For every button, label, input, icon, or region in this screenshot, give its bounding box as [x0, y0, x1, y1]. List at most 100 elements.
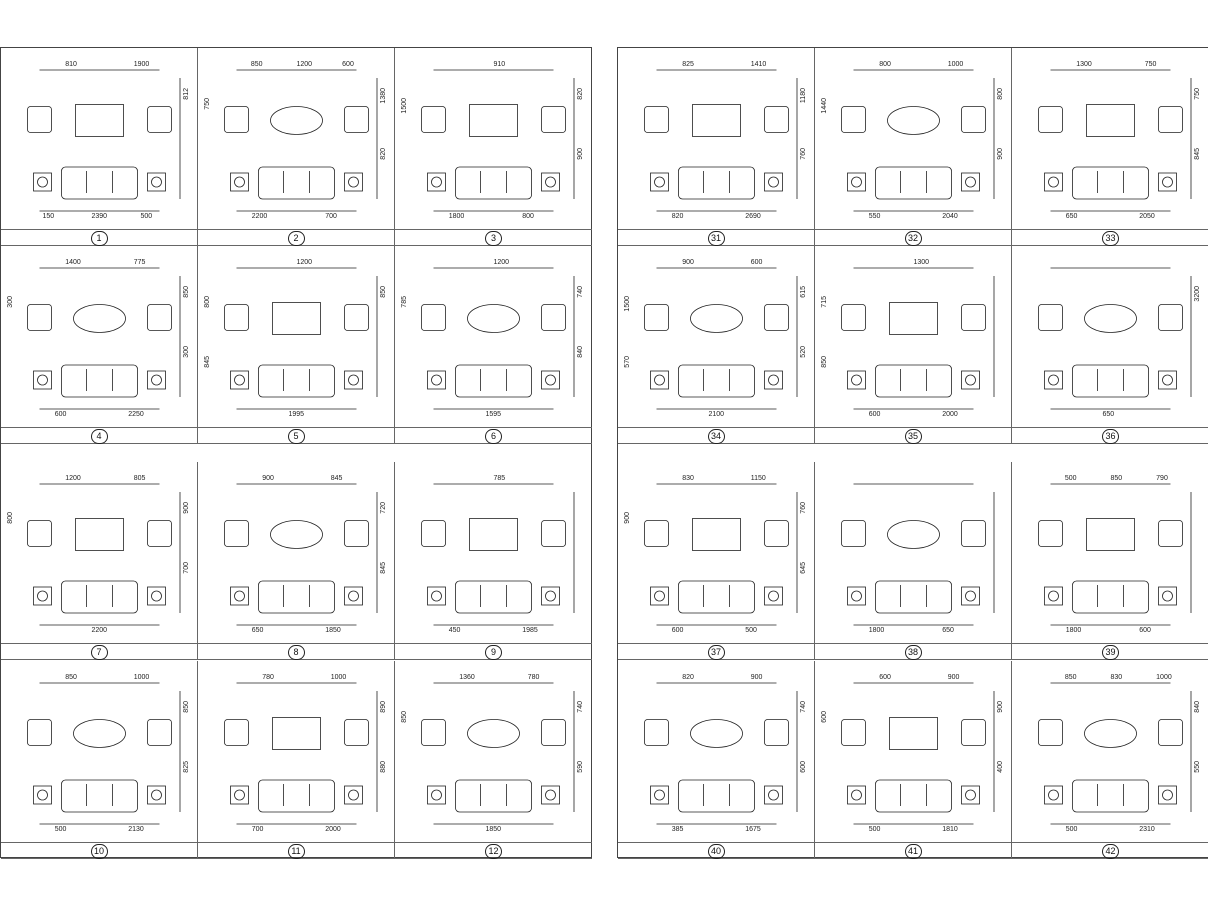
dimension-label: 812 [183, 88, 190, 100]
dimension-label: 900 [997, 701, 1004, 713]
dimension-label: 715 [821, 296, 828, 308]
dimension-label: 2000 [325, 826, 341, 833]
layout-number-row: 3 [395, 229, 592, 247]
dimension-label: 780 [527, 674, 540, 681]
dimension-label: 600 [1139, 627, 1151, 634]
side-table [541, 586, 560, 606]
sofa [258, 364, 335, 398]
dimension-label: 785 [493, 475, 506, 482]
armchair [224, 304, 249, 331]
dimension-label: 750 [204, 98, 211, 110]
furniture-plan [841, 682, 995, 825]
side-table [33, 785, 52, 805]
lamp-icon [37, 374, 48, 386]
furniture-drawing: 785 450 1985 [395, 462, 592, 643]
dimension-label: 900 [682, 259, 694, 266]
side-table [650, 586, 669, 606]
layout-number: 36 [1102, 429, 1119, 444]
dimension-label: 845 [204, 356, 211, 368]
dimension-label: 740 [577, 286, 584, 298]
armchair [224, 106, 249, 133]
dimension-label: 450 [448, 627, 461, 634]
lamp-icon [348, 176, 359, 188]
dimension-label: 900 [947, 674, 960, 681]
side-table [230, 785, 249, 805]
dimension-label: 520 [800, 346, 807, 358]
dimension-label: 600 [671, 627, 684, 634]
armchair [147, 520, 172, 547]
coffee-table [1084, 304, 1137, 333]
armchair [224, 520, 249, 547]
layout-number: 37 [707, 645, 725, 660]
side-table [230, 370, 249, 390]
coffee-table [692, 518, 741, 551]
layout-number: 32 [904, 231, 922, 246]
side-table [650, 785, 669, 805]
armchair [764, 106, 789, 133]
armchair [27, 520, 52, 547]
furniture-plan [841, 483, 995, 626]
sofa [678, 364, 755, 398]
armchair [1158, 106, 1183, 133]
dimension-label: 850 [1110, 475, 1123, 482]
side-table [1044, 586, 1063, 606]
dimension-label: 910 [493, 61, 506, 68]
dimension-label: 820 [577, 88, 584, 100]
dimension-label: 1985 [522, 627, 538, 634]
layout-number: 1 [90, 231, 108, 246]
coffee-table [1084, 719, 1137, 748]
dimension-label: 1850 [485, 826, 502, 833]
sofa [1072, 580, 1149, 614]
coffee-table [1086, 518, 1135, 551]
dimension-label: 600 [342, 61, 354, 68]
lamp-icon [965, 374, 976, 386]
dimension-label: 550 [1194, 761, 1201, 773]
furniture-plan [27, 483, 181, 626]
armchair [1038, 520, 1063, 547]
dimension-label: 850 [250, 61, 263, 68]
coffee-table [889, 302, 938, 335]
armchair [541, 106, 566, 133]
dimension-label: 400 [997, 761, 1004, 773]
layout-number-row: 9 [395, 643, 592, 661]
armchair [541, 719, 566, 746]
furniture-plan [1038, 483, 1192, 626]
dimension-label: 300 [7, 296, 14, 308]
layout-number-row: 2 [198, 229, 394, 247]
side-table [847, 586, 866, 606]
dimension-label: 850 [380, 286, 387, 298]
dimension-label: 590 [577, 761, 584, 773]
dimension-label: 500 [1065, 826, 1078, 833]
side-table [427, 785, 446, 805]
lamp-icon [234, 789, 245, 801]
coffee-table [75, 104, 124, 137]
furniture-plan [644, 682, 798, 825]
side-table [344, 785, 363, 805]
dimension-label: 570 [624, 356, 631, 368]
side-table [650, 370, 669, 390]
side-table [764, 370, 783, 390]
armchair [27, 719, 52, 746]
side-table [961, 785, 980, 805]
side-table [147, 586, 166, 606]
dimension-label: 1440 [821, 98, 828, 114]
lamp-icon [1162, 590, 1173, 602]
dimension-label: 650 [251, 627, 264, 634]
lamp-icon [1048, 789, 1059, 801]
dimension-label: 3200 [1194, 286, 1201, 302]
dimension-label: 900 [624, 512, 631, 524]
dimension-label: 500 [745, 627, 757, 634]
